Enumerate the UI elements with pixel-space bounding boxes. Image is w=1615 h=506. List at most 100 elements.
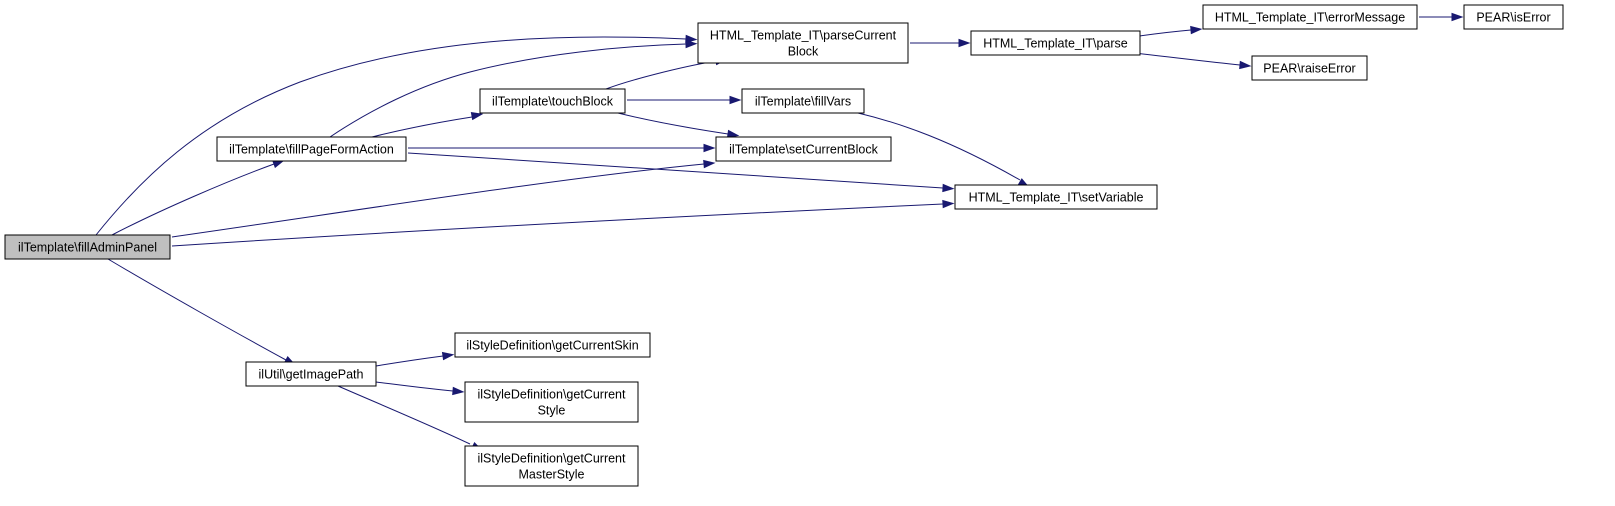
edge-fillPageFormAction-to-setCurrentBlock bbox=[408, 143, 716, 153]
edge-touchBlock-to-setCurrentBlock bbox=[617, 112, 740, 139]
edge-fillAdminPanel-to-setVariable bbox=[171, 199, 955, 247]
node-parse[interactable]: HTML_Template_IT\parse bbox=[970, 30, 1141, 56]
node-box bbox=[464, 445, 639, 487]
node-fillVars[interactable]: ilTemplate\fillVars bbox=[741, 88, 865, 114]
edge-parse-to-errorMessage bbox=[1139, 25, 1203, 37]
edge-getImagePath-to-getCurrentStyle bbox=[375, 381, 465, 396]
node-label: Style bbox=[538, 404, 566, 418]
node-label: PEAR\raiseError bbox=[1263, 62, 1355, 76]
node-errorMessage[interactable]: HTML_Template_IT\errorMessage bbox=[1202, 4, 1418, 30]
node-box bbox=[954, 184, 1158, 210]
edge-line bbox=[107, 258, 287, 361]
edge-parse-to-raiseError bbox=[1124, 51, 1252, 70]
node-label: ilTemplate\touchBlock bbox=[492, 95, 614, 109]
edge-line bbox=[171, 203, 944, 247]
node-box bbox=[697, 22, 909, 64]
arrowhead bbox=[703, 159, 716, 169]
node-touchBlock[interactable]: ilTemplate\touchBlock bbox=[479, 88, 626, 114]
edge-line bbox=[1139, 29, 1192, 37]
edge-fillAdminPanel-to-getImagePath bbox=[107, 258, 297, 366]
node-label: HTML_Template_IT\parseCurrent bbox=[710, 29, 897, 43]
edge-line bbox=[95, 36, 687, 236]
node-fillAdminPanel[interactable]: ilTemplate\fillAdminPanel bbox=[4, 234, 171, 260]
edge-line bbox=[1124, 51, 1241, 66]
node-getImagePath[interactable]: ilUtil\getImagePath bbox=[245, 361, 377, 387]
node-isError[interactable]: PEAR\isError bbox=[1463, 4, 1564, 30]
arrowhead bbox=[1239, 60, 1252, 70]
edge-line bbox=[111, 163, 275, 236]
node-box bbox=[216, 136, 407, 162]
arrowhead bbox=[703, 143, 716, 153]
edge-fillAdminPanel-to-parseCurrentBlock bbox=[95, 34, 698, 236]
node-getCurrentSkin[interactable]: ilStyleDefinition\getCurrentSkin bbox=[454, 332, 651, 358]
node-box bbox=[464, 381, 639, 423]
edge-getImagePath-to-getCurrentSkin bbox=[375, 351, 455, 367]
node-label: ilStyleDefinition\getCurrent bbox=[478, 388, 627, 402]
arrowhead bbox=[726, 129, 740, 139]
node-fillPageFormAction[interactable]: ilTemplate\fillPageFormAction bbox=[216, 136, 407, 162]
node-box bbox=[715, 136, 892, 162]
edge-line bbox=[371, 116, 473, 138]
arrowhead bbox=[470, 111, 484, 121]
arrowhead bbox=[1190, 25, 1203, 35]
node-label: ilStyleDefinition\getCurrent bbox=[478, 452, 627, 466]
edge-line bbox=[857, 112, 1021, 181]
edge-line bbox=[375, 381, 454, 392]
edge-line bbox=[605, 60, 717, 90]
arrowhead bbox=[942, 183, 955, 193]
node-box bbox=[1251, 55, 1368, 81]
node-box bbox=[479, 88, 626, 114]
node-label: HTML_Template_IT\errorMessage bbox=[1215, 11, 1405, 25]
arrowhead bbox=[685, 34, 698, 44]
node-box bbox=[454, 332, 651, 358]
edges-layer bbox=[95, 12, 1464, 452]
arrowhead bbox=[729, 95, 742, 105]
node-label: MasterStyle bbox=[519, 468, 585, 482]
edge-parseCurrentBlock-to-parse bbox=[910, 38, 971, 48]
node-label: ilUtil\getImagePath bbox=[259, 368, 364, 382]
node-box bbox=[245, 361, 377, 387]
node-box bbox=[1463, 4, 1564, 30]
edge-fillAdminPanel-to-setCurrentBlock bbox=[171, 159, 716, 238]
edge-line bbox=[337, 385, 471, 445]
arrowhead bbox=[958, 38, 971, 48]
edge-line bbox=[617, 112, 729, 135]
node-label: HTML_Template_IT\parse bbox=[983, 37, 1128, 51]
node-box bbox=[1202, 4, 1418, 30]
node-label: ilTemplate\fillPageFormAction bbox=[229, 143, 394, 157]
node-label: ilTemplate\fillVars bbox=[755, 95, 851, 109]
node-box bbox=[741, 88, 865, 114]
edge-line bbox=[407, 152, 944, 189]
edge-line bbox=[171, 163, 705, 238]
edge-fillPageFormAction-to-setVariable bbox=[407, 152, 955, 193]
edge-errorMessage-to-isError bbox=[1419, 12, 1464, 22]
node-label: ilStyleDefinition\getCurrentSkin bbox=[466, 339, 638, 353]
edge-fillPageFormAction-to-parseCurrentBlock bbox=[329, 39, 698, 138]
node-raiseError[interactable]: PEAR\raiseError bbox=[1251, 55, 1368, 81]
arrowhead bbox=[452, 386, 465, 396]
node-label: PEAR\isError bbox=[1476, 11, 1550, 25]
arrowhead bbox=[441, 351, 455, 361]
arrowhead bbox=[1451, 12, 1464, 22]
node-setVariable[interactable]: HTML_Template_IT\setVariable bbox=[954, 184, 1158, 210]
edge-touchBlock-to-fillVars bbox=[627, 95, 742, 105]
edge-line bbox=[329, 43, 687, 138]
node-label: ilTemplate\setCurrentBlock bbox=[729, 143, 878, 157]
edge-line bbox=[375, 355, 444, 367]
edge-fillPageFormAction-to-touchBlock bbox=[371, 111, 484, 138]
edge-getImagePath-to-getCurrentMasterStyle bbox=[337, 385, 484, 452]
node-label: ilTemplate\fillAdminPanel bbox=[18, 241, 157, 255]
edge-fillAdminPanel-to-fillPageFormAction bbox=[111, 160, 285, 236]
node-box bbox=[970, 30, 1141, 56]
nodes-layer: ilTemplate\fillAdminPanel ilTemplate\fill… bbox=[4, 4, 1564, 487]
arrowhead bbox=[272, 160, 285, 169]
node-setCurrentBlock[interactable]: ilTemplate\setCurrentBlock bbox=[715, 136, 892, 162]
arrowhead bbox=[942, 199, 955, 209]
node-label: Block bbox=[788, 45, 819, 59]
node-label: HTML_Template_IT\setVariable bbox=[969, 191, 1144, 205]
node-box bbox=[4, 234, 171, 260]
